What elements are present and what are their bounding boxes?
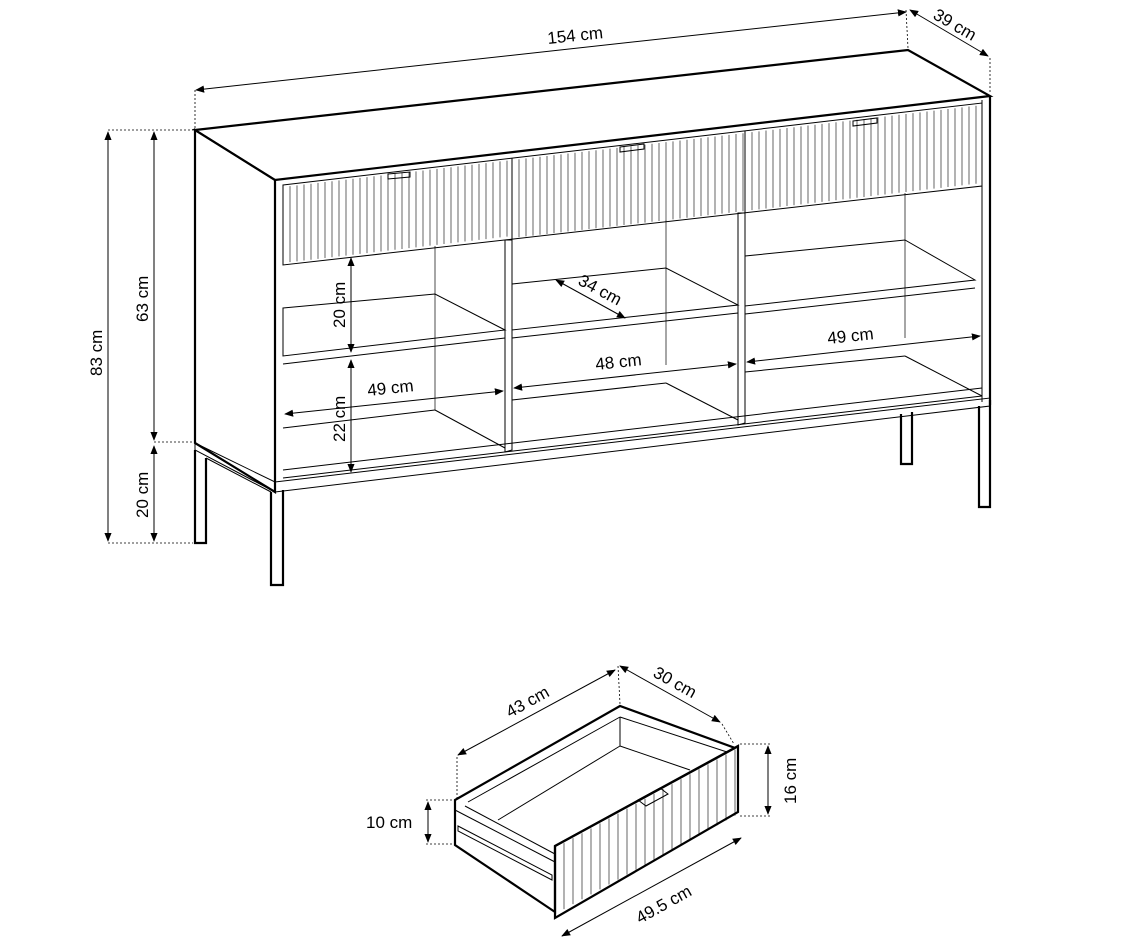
label-shelf-depth: 34 cm — [575, 271, 625, 310]
drawer-band — [282, 102, 983, 266]
drawer-handle-right — [852, 117, 878, 127]
drawer-front — [553, 744, 740, 920]
drawer-handle — [637, 787, 669, 807]
shelf-middle-upper — [511, 267, 740, 331]
drawer-box — [453, 704, 738, 915]
legs — [193, 400, 992, 587]
label-middle-compartment: 48 cm — [594, 350, 642, 374]
drawer-front-right — [751, 105, 977, 211]
label-body-height: 63 cm — [133, 276, 152, 322]
label-shelf-gap-lower: 22 cm — [330, 396, 349, 442]
label-right-compartment: 49 cm — [826, 324, 874, 348]
divider-right — [737, 212, 746, 426]
drawer — [453, 704, 740, 920]
drawer-handle-left — [387, 171, 411, 180]
label-depth: 39 cm — [930, 5, 980, 45]
drawer-handle-middle — [619, 143, 645, 153]
bottom-rail — [194, 397, 991, 493]
label-left-compartment: 49 cm — [366, 376, 414, 400]
drawer-runner — [457, 825, 553, 881]
label-width: 154 cm — [546, 23, 603, 48]
shelf-left-upper — [282, 293, 507, 357]
label-drawer-front-width: 49.5 cm — [633, 882, 695, 928]
drawer-front-left — [289, 160, 508, 263]
label-drawer-front-height: 16 cm — [781, 758, 800, 804]
label-drawer-inner-depth: 30 cm — [650, 663, 700, 702]
shelf-right-upper — [744, 239, 977, 307]
sideboard-dimensions: 154 cm 39 cm 83 cm 63 cm 20 cm 20 cm 22 … — [87, 5, 991, 544]
sideboard — [191, 48, 994, 587]
divider-left — [504, 239, 513, 453]
label-total-height: 83 cm — [87, 330, 106, 376]
label-drawer-box-height: 10 cm — [366, 813, 412, 832]
sideboard-left-side — [193, 128, 277, 494]
label-leg-height: 20 cm — [133, 472, 152, 518]
drawer-front-middle — [518, 133, 744, 238]
label-drawer-inner-width: 43 cm — [503, 682, 553, 721]
label-shelf-gap-upper: 20 cm — [330, 282, 349, 328]
